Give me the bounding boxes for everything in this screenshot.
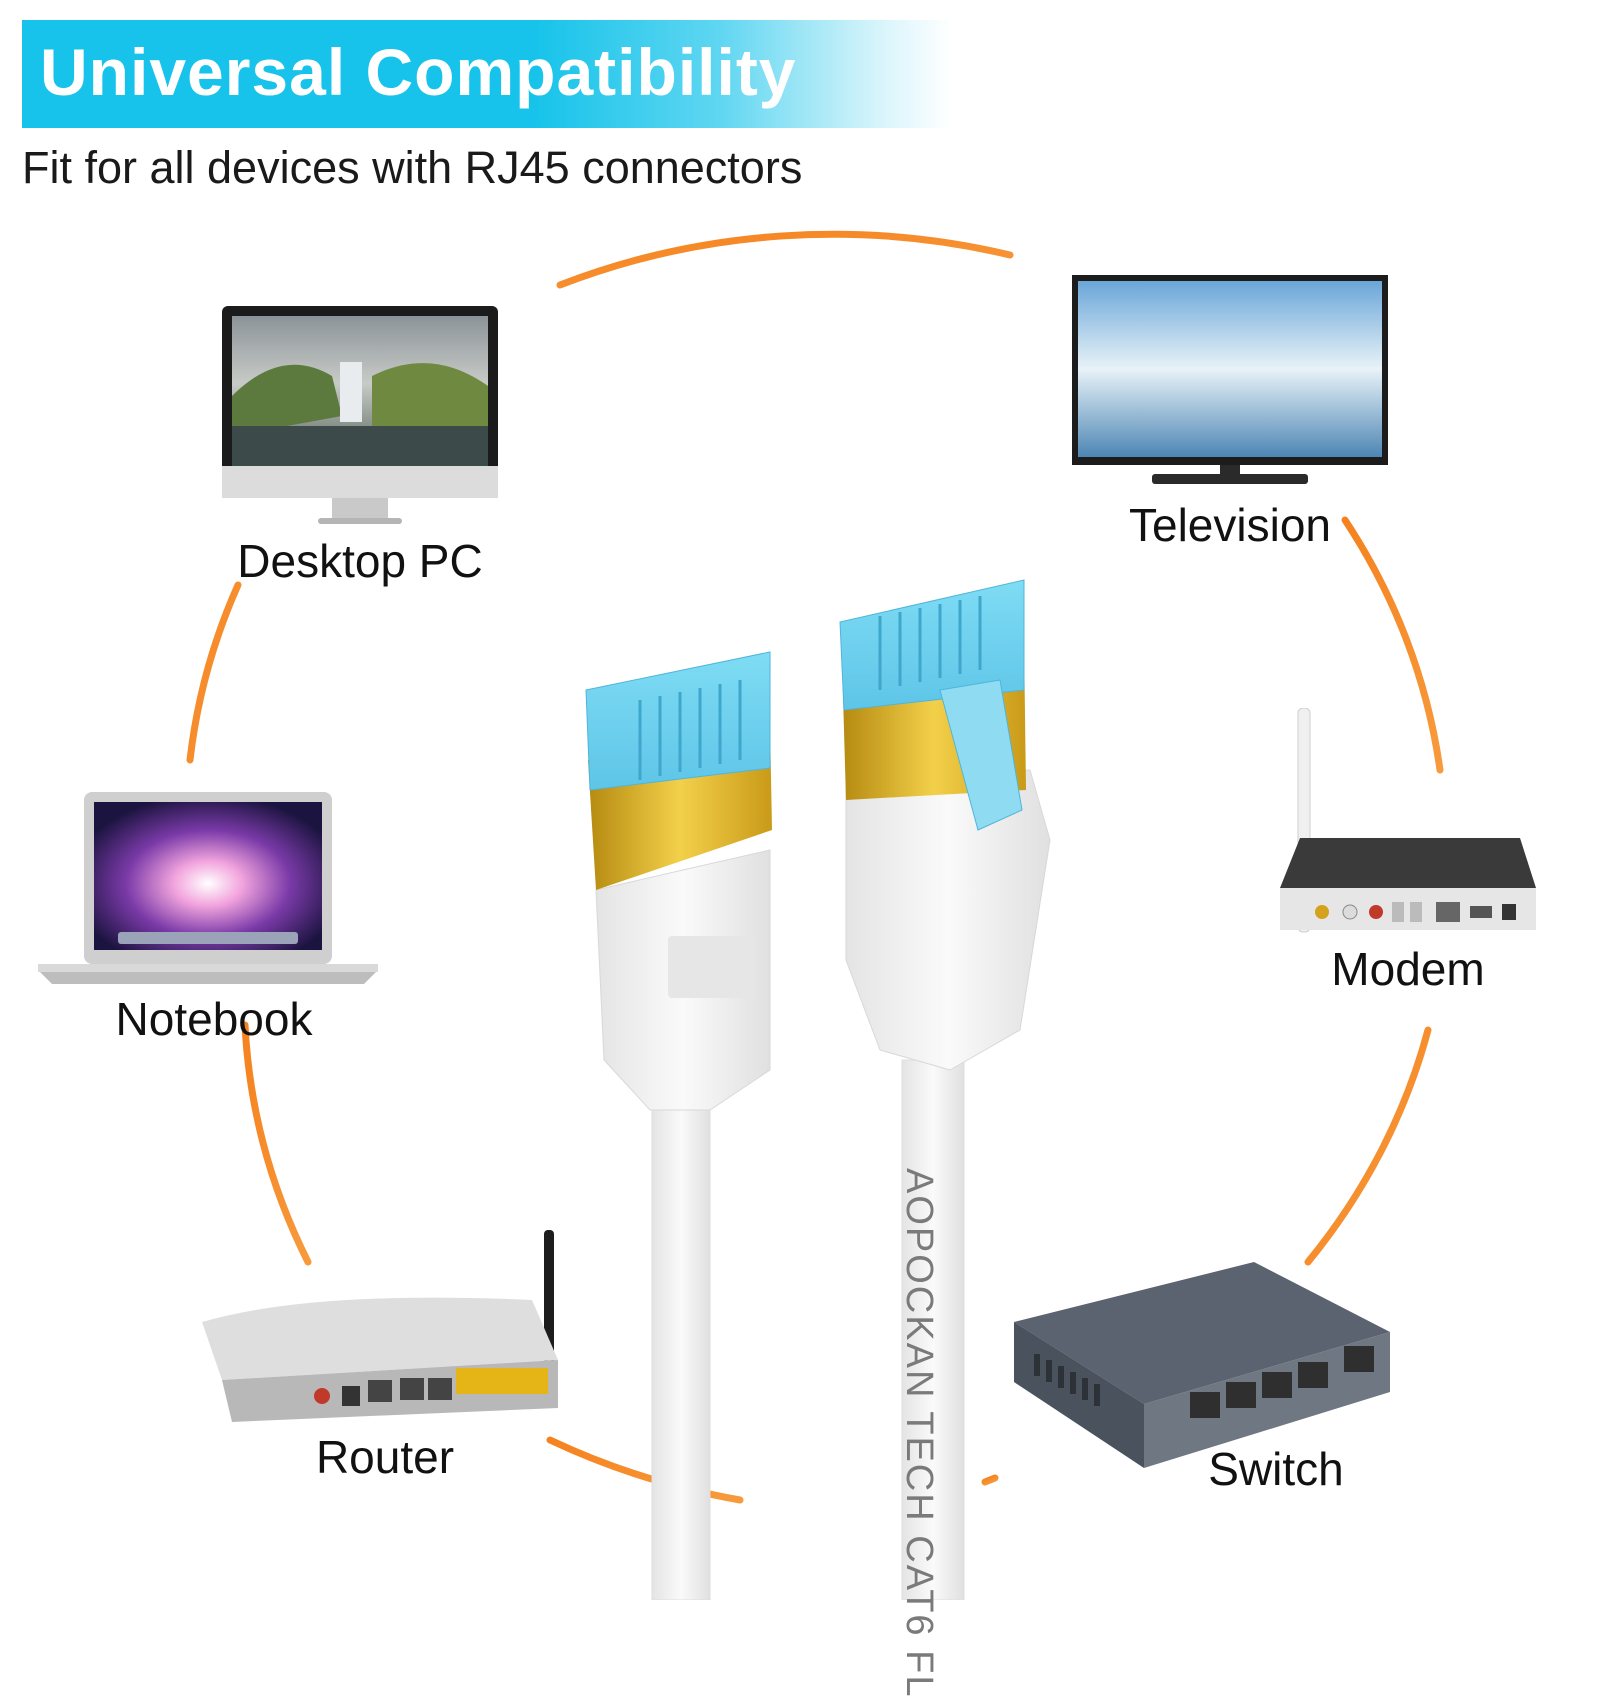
modem-icon [1280, 707, 1542, 945]
page-title: Universal Compatibility [40, 35, 797, 109]
orange-ring [186, 230, 1444, 1504]
router-icon [202, 1230, 574, 1431]
cable-print-text: AOPOCKAN TECH CAT6 FL [898, 1168, 940, 1698]
device-label-switch: Switch [1208, 1443, 1344, 1495]
device-label-desktop-pc: Desktop PC [237, 535, 483, 587]
desktop-pc-icon [222, 306, 498, 533]
device-label-notebook: Notebook [115, 993, 313, 1045]
switch-icon [1014, 1262, 1394, 1473]
device-label-modem: Modem [1331, 943, 1485, 995]
device-label-router: Router [315, 1431, 455, 1483]
device-label-television: Television [1129, 499, 1331, 551]
ethernet-cable-icon [585, 579, 1051, 1600]
television-icon [1072, 275, 1388, 492]
notebook-icon [38, 792, 378, 997]
title-banner: Universal Compatibility [22, 20, 952, 128]
page-subtitle: Fit for all devices with RJ45 connectors [22, 142, 803, 193]
